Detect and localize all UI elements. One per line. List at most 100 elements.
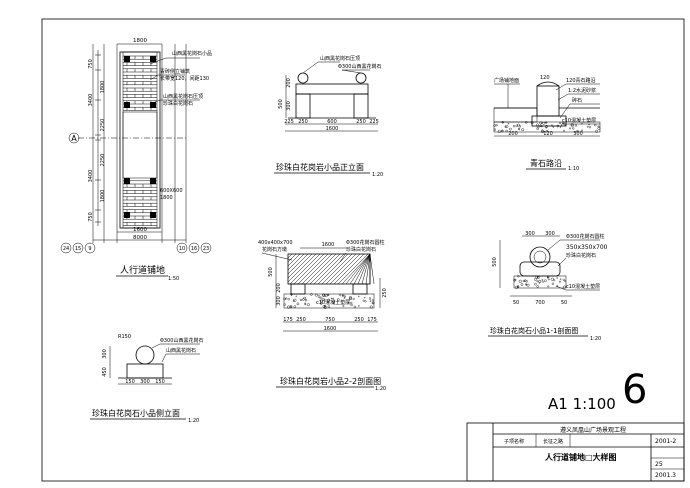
sec22-dim-left: 500 [268,267,274,277]
plan-note: 长带宽120，间距130 [160,75,209,82]
axis-bubble [68,132,80,144]
curb-title: 青石路沿 [530,158,562,168]
sec22-dim-total: 1600 [324,326,337,332]
curb-note: 120青石路沿 [566,77,596,84]
axis-label: A [71,134,77,143]
sec22-note: Φ300花岗石圆柱 [346,239,384,246]
plan-scale: 1:50 [168,276,179,282]
sheet-number: 6 [622,367,647,413]
grid-label: 16 [191,246,197,252]
sec11-note: 珍珠白花岗石 [566,252,596,259]
sheet-border [41,18,685,482]
curb-note: 1:2水泥砂浆 [568,87,596,94]
sec22-note: 珍珠白花岗石 [346,246,376,253]
sec22-dim: 250 [296,317,306,323]
side-dim: 300 [140,379,150,385]
section-2-2: 400x400x700 花岗石方墩 Φ300花岗石圆柱 珍珠白花岗石 1600 … [258,239,388,392]
sec11-dim: 50 [561,300,567,306]
plan-note: 山西黑花岗石压顶 [163,93,203,100]
sec22-dim: 250 [354,317,364,323]
sec22-title: 珍珠白花岗岩小品2-2剖面图 [280,376,381,386]
curb-detail: 广场铺地面 120 120青石路沿 1:2水泥砂浆 碎石 c10混凝土垫层 20… [493,75,601,172]
front-dim: 250 [356,119,366,125]
front-note: Φ300山西黑花岗石 [338,63,381,70]
plan-title: 人行道铺地 [120,264,165,276]
side-note: Φ300山西黑花岗石 [160,337,203,344]
left-dim: 1800 [100,190,106,203]
sec22-dim: 175 [283,317,293,323]
side-title: 珍珠白花岗石小品侧立面 [92,408,180,418]
sec11-dim-left: 500 [492,257,498,267]
grid-bubbles-left: 24 15 9 [60,242,96,254]
front-dim-left: 200 [286,78,292,88]
front-title: 珍珠白花岗岩小品正立面 [276,162,364,172]
side-dim-left: 450 [102,367,108,377]
sec11-note: 350x350x700 [566,244,608,251]
side-dim: 150 [155,379,165,385]
tb-date: 2001.3 [655,472,676,479]
curb-dim: 120 [543,131,553,137]
tb-sheet-no: 25 [655,461,663,468]
curb-note: 广场铺地面 [494,77,519,84]
sec11-note: c10混凝土垫层 [566,283,600,290]
left-dim: 750 [88,212,94,222]
tb-project: 遵义凤凰山广场景观工程 [560,426,626,434]
front-scale: 1:20 [372,172,383,178]
tb-label: 子项名称 [504,438,524,445]
sec11-scale: 1:20 [590,336,601,342]
left-dim: 3400 [88,170,94,183]
front-dim: 250 [298,119,308,125]
side-dim: 150 [125,379,135,385]
left-dim: 2250 [100,119,106,132]
front-dim: 600 [327,119,337,125]
front-dim-left: 500 [278,99,284,109]
tb-code: 2001-2 [655,438,676,445]
front-dim-total: 1600 [326,126,339,132]
tb-value: 长征之路 [543,438,563,445]
left-dim: 3400 [88,94,94,107]
grid-label: 10 [179,246,185,252]
title-block: 遵义凤凰山广场景观工程 子项名称 长征之路 2001-2 人行道铺地□大样图 2… [466,422,685,482]
side-elevation: R150 Φ300山西黑花岗石 山西黑花岗石 300 450 150 300 1… [90,334,203,424]
sec22-note: 400x400x700 [258,240,293,246]
sec22-dim-left: 300 [276,296,282,306]
left-dim: 1800 [100,81,106,94]
side-note: 山西黑花岗石 [166,347,196,354]
front-dim: 225 [284,119,294,125]
sec22-dim-right: 250 [382,288,388,298]
grid-bubbles-right: 10 16 23 [176,242,212,254]
side-note: R150 [118,334,131,340]
curb-dim: 200 [508,131,518,137]
front-note: 山西黑花岗石压顶 [320,55,360,62]
grid-label: 15 [75,246,81,252]
plan-note: 山西黑花岗石小品 [172,50,212,57]
section-1-1: 300 300 Φ300花岗石圆柱 350x350x700 珍珠白花岗石 c10… [488,231,608,342]
sec22-dim: 1600 [322,242,335,248]
plan-note: 600X600 [160,188,183,194]
sec22-dim: 175 [367,317,377,323]
plan-note: 青砖侧立铺筑 [160,68,190,75]
sec11-note: Φ300花岗石圆柱 [566,233,604,240]
sec11-dim: 700 [535,300,545,306]
curb-scale: 1:10 [568,166,579,172]
grid-label: 24 [63,246,69,252]
front-dim: 225 [369,119,379,125]
curb-dim: 300 [573,131,583,137]
sec22-note: 花岗石方墩 [262,246,287,253]
sec22-dim-left: 200 [276,283,282,293]
sec11-dim: 50 [513,300,519,306]
side-dim-left: 300 [102,349,108,359]
plan-note: 珍珠白花岗石 [163,100,193,107]
sec11-title: 珍珠白花岗石小品1-1剖面图 [490,326,578,335]
paving-plan: A 1800 1600 8000 750 1800 3400 2250 2250… [60,38,212,282]
tb-drawing-name: 人行道铺地□大样图 [545,452,617,462]
sec22-dim: 750 [325,317,335,323]
curb-note: 碎石 [572,97,582,104]
front-dim-left: 300 [286,101,292,111]
plan-note: 1800 [160,195,173,201]
top-dim: 1800 [133,38,147,44]
sec11-dim: 300 [545,231,555,237]
bottom-dim-2: 8000 [133,235,147,241]
sec11-dim: 300 [525,231,535,237]
